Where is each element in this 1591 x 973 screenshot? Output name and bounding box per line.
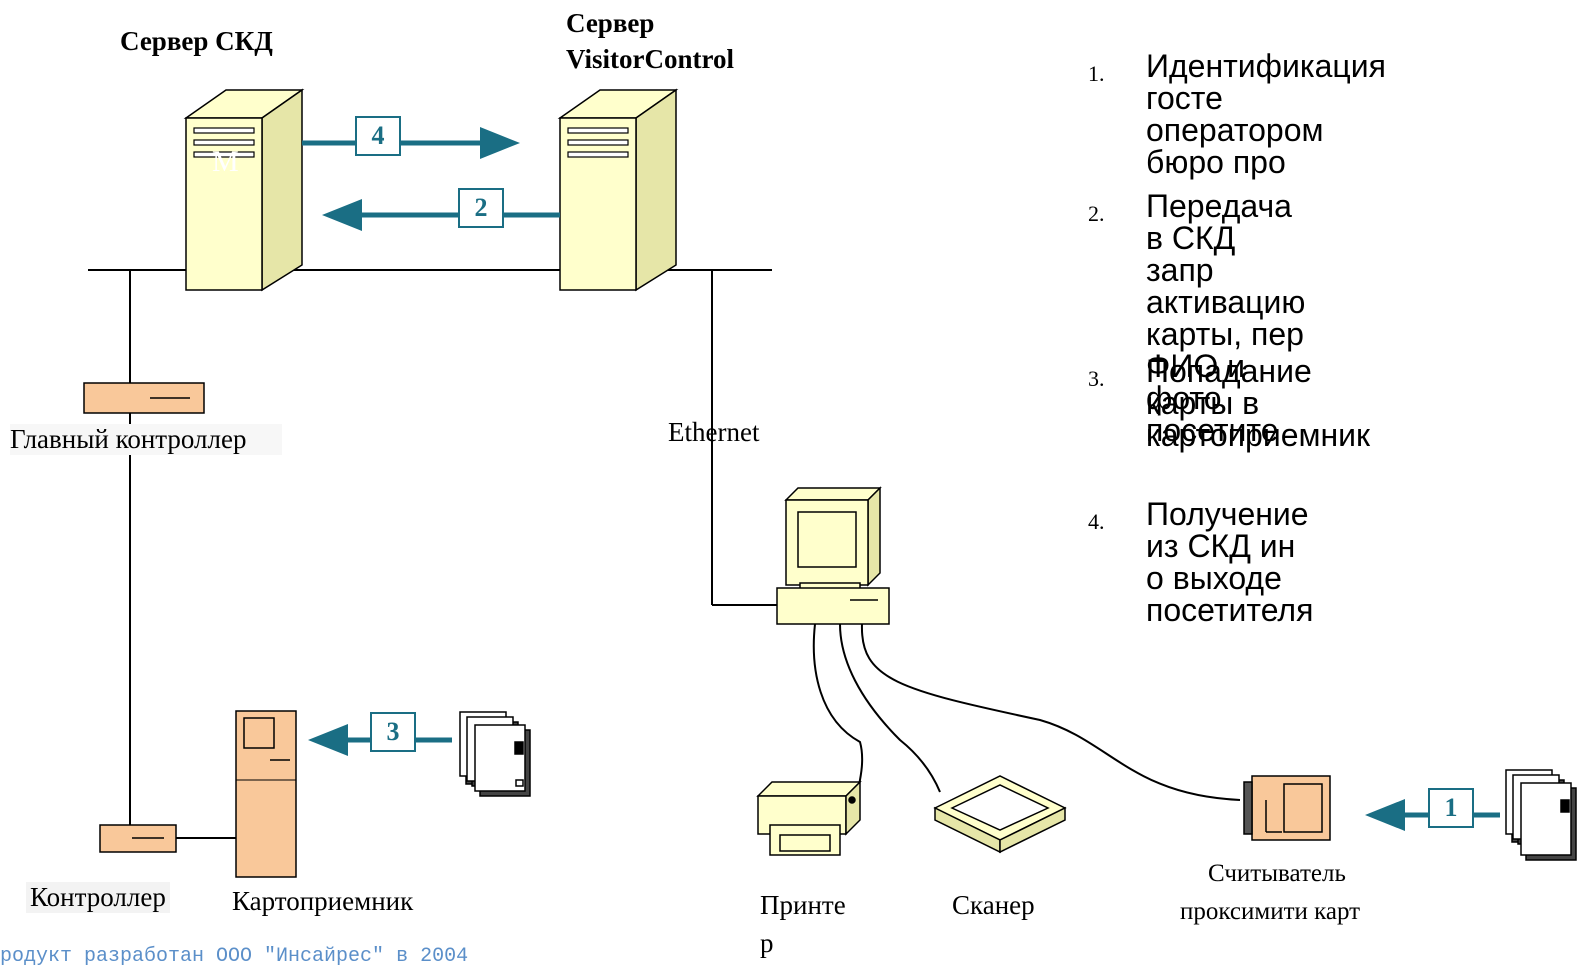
- main-controller-icon: [83, 382, 205, 414]
- main-controller-label: Главный контроллер: [10, 424, 283, 455]
- step-text-line: Идентификация госте: [1146, 48, 1386, 116]
- printer-icon: [756, 780, 862, 856]
- step-text-line: Передача в СКД запр: [1146, 188, 1292, 288]
- vc-server-label-line1: Сервер: [566, 8, 655, 38]
- step-text-line: оператором бюро про: [1146, 112, 1324, 180]
- step-text-line: картоприемник: [1146, 417, 1371, 453]
- card-reader-icon: [1243, 775, 1331, 841]
- step-badge-3: 3: [370, 712, 416, 752]
- card-collector-icon: [235, 710, 297, 878]
- vc-server-label-line2: VisitorControl: [566, 44, 734, 74]
- step-text-line: активацию карты, пер: [1146, 284, 1306, 352]
- visitorcontrol-server-icon: [557, 88, 679, 292]
- step-text-line: о выходе посетителя: [1146, 560, 1314, 628]
- step-badge-4: 4: [355, 116, 401, 156]
- network-lines: [88, 269, 777, 839]
- server-mark: M: [212, 145, 239, 178]
- step-badge-1: 1: [1428, 788, 1474, 828]
- workstation-icon: [776, 486, 890, 625]
- step-number: 2.: [1088, 201, 1105, 226]
- printer-label-line2: р: [760, 928, 774, 958]
- step-number: 3.: [1088, 366, 1105, 391]
- footer-credit: родукт разработан ООО "Инсайрес" в 2004: [0, 945, 469, 968]
- step-text-line: Попадание карты в: [1146, 353, 1312, 421]
- printer-label-line1: Принте: [760, 890, 846, 920]
- step-number: 4.: [1088, 509, 1105, 534]
- step-text: Идентификация госте оператором бюро про: [1146, 50, 1386, 178]
- step-text-line: Получение из СКД ин: [1146, 496, 1309, 564]
- step-text: Передача в СКД запр активацию карты, пер…: [1146, 190, 1305, 446]
- controller-icon: [99, 824, 177, 853]
- peripheral-cables: [812, 623, 1241, 801]
- card-stack-icon: [1505, 769, 1577, 861]
- skd-server-icon: [183, 88, 305, 292]
- card-stack-icon: [459, 711, 531, 797]
- card-collector-label: Картоприемник: [232, 886, 414, 916]
- step-number: 1.: [1088, 61, 1105, 86]
- ethernet-label: Ethernet: [668, 417, 760, 447]
- step-text: Получение из СКД ин о выходе посетителя: [1146, 498, 1313, 626]
- step-text-line: ФИО и фото посетите: [1146, 348, 1279, 448]
- reader-label-line2: проксимити карт: [1180, 898, 1361, 925]
- step-text: Попадание карты в картоприемник: [1146, 355, 1370, 451]
- reader-label-line1: Считыватель: [1208, 860, 1346, 887]
- skd-server-label: Сервер СКД: [120, 26, 273, 56]
- controller-label: Контроллер: [26, 882, 170, 913]
- step-badge-2: 2: [458, 188, 504, 228]
- scanner-icon: [933, 775, 1067, 854]
- scanner-label: Сканер: [952, 890, 1035, 920]
